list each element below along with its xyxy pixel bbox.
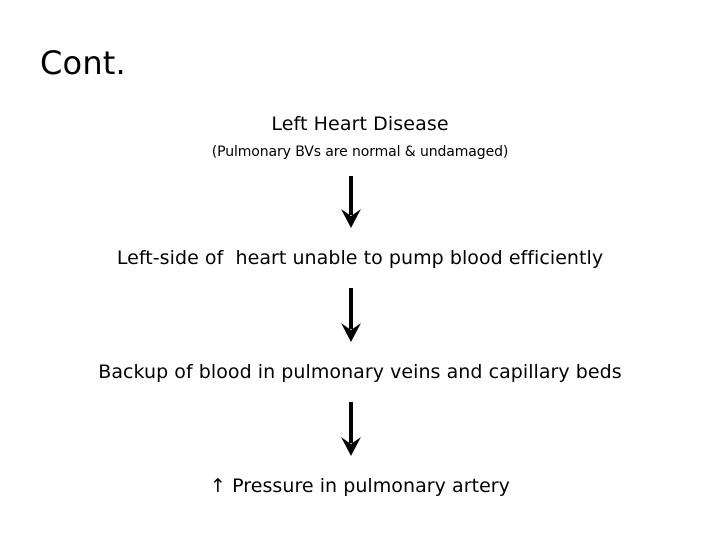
page-title: Cont. [40,44,126,82]
connector-1 [0,176,720,228]
flow-node-blood-backup: Backup of blood in pulmonary veins and c… [98,361,622,383]
flow-node-left-heart-disease-subtitle: (Pulmonary BVs are normal & undamaged) [211,144,509,160]
connector-3 [0,402,720,456]
down-arrow-icon [341,176,361,228]
flow-node-left-heart-disease-heading: Left Heart Disease [271,113,449,135]
flow-node-pump-failure: Left-side of heart unable to pump blood … [116,247,604,269]
down-arrow-icon [341,402,361,456]
flow-diagram: Left Heart Disease (Pulmonary BVs are no… [0,112,720,498]
connector-2 [0,288,720,342]
down-arrow-icon [341,288,361,342]
flow-node-raised-pressure: ↑ Pressure in pulmonary artery [210,475,510,497]
